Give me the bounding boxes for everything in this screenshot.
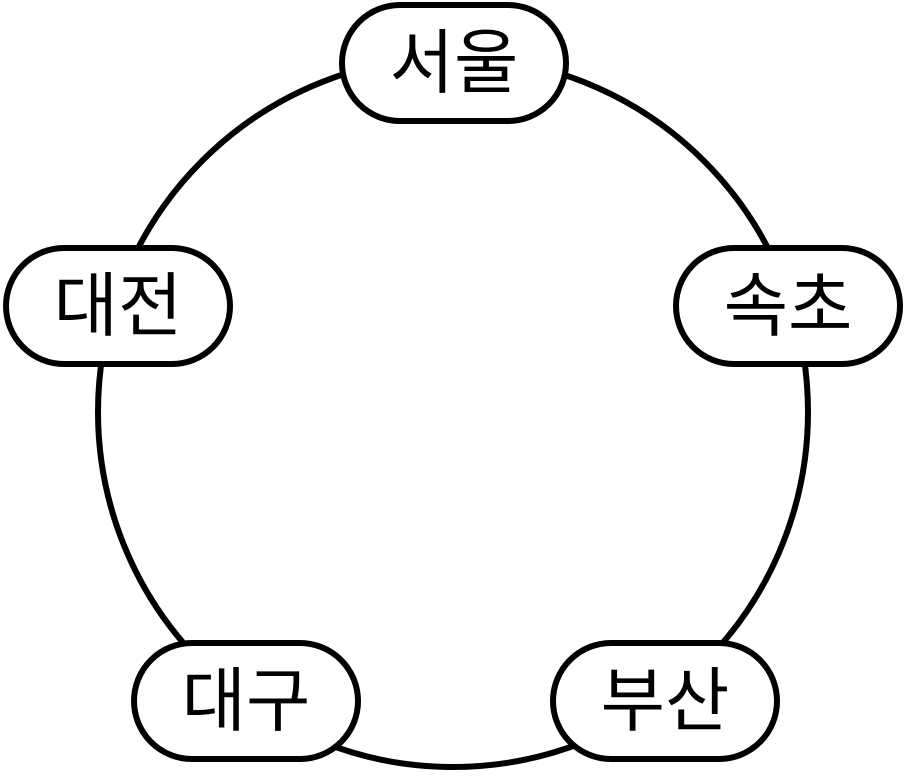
- node-label-seoul: 서울: [390, 22, 519, 104]
- node-box: [339, 2, 569, 124]
- node-seoul: 서울: [339, 2, 569, 124]
- node-box: [3, 245, 233, 367]
- node-busan: 부산: [550, 640, 780, 762]
- node-label-daejeon: 대전: [54, 265, 183, 347]
- node-box: [131, 640, 361, 762]
- node-label-daegu: 대구: [182, 660, 311, 742]
- node-sokcho: 속초: [673, 245, 903, 367]
- node-label-sokcho: 속초: [724, 265, 853, 347]
- node-box: [550, 640, 780, 762]
- node-label-busan: 부산: [601, 660, 730, 742]
- node-daegu: 대구: [131, 640, 361, 762]
- node-box: [673, 245, 903, 367]
- node-daejeon: 대전: [3, 245, 233, 367]
